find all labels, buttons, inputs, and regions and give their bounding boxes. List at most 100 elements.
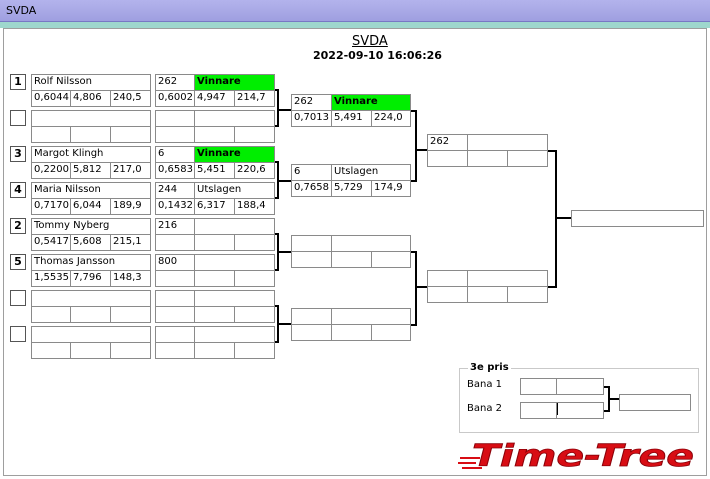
r1-reaction[interactable] bbox=[31, 306, 71, 323]
r1-speed[interactable] bbox=[110, 306, 151, 323]
r2-time[interactable] bbox=[194, 306, 235, 323]
seed-box[interactable]: 5 bbox=[10, 254, 26, 270]
r2-id[interactable]: 6 bbox=[155, 146, 195, 163]
r3-result[interactable] bbox=[331, 308, 411, 325]
r2-id[interactable] bbox=[155, 326, 195, 343]
r4-result[interactable] bbox=[467, 134, 548, 151]
r3-reaction[interactable]: 0,7013 bbox=[291, 110, 332, 127]
r2-result[interactable]: Vinnare bbox=[194, 146, 275, 163]
r1-time[interactable] bbox=[70, 126, 111, 143]
r2-result[interactable]: Utslagen bbox=[194, 182, 275, 199]
r2-reaction[interactable] bbox=[155, 270, 195, 287]
r1-name[interactable] bbox=[31, 290, 151, 307]
r3-time[interactable] bbox=[331, 251, 372, 268]
r2-result[interactable] bbox=[194, 218, 275, 235]
r1-reaction[interactable]: 1,5535 bbox=[31, 270, 71, 287]
r1-reaction[interactable]: 0,2200 bbox=[31, 162, 71, 179]
seed-box[interactable]: 3 bbox=[10, 146, 26, 162]
r3-id[interactable] bbox=[291, 235, 332, 252]
r2-id[interactable]: 262 bbox=[155, 74, 195, 91]
r2-speed[interactable] bbox=[234, 306, 275, 323]
r3-id[interactable] bbox=[291, 308, 332, 325]
r1-name[interactable] bbox=[31, 110, 151, 127]
r3-reaction[interactable] bbox=[291, 251, 332, 268]
r2-speed[interactable]: 214,7 bbox=[234, 90, 275, 107]
r1-time[interactable] bbox=[70, 342, 111, 359]
r3-speed[interactable]: 224,0 bbox=[371, 110, 411, 127]
r2-id[interactable] bbox=[155, 290, 195, 307]
lane2-value-field[interactable] bbox=[556, 402, 604, 419]
r3-result[interactable] bbox=[331, 235, 411, 252]
r2-speed[interactable] bbox=[234, 234, 275, 251]
seed-box[interactable]: 1 bbox=[10, 74, 26, 90]
r2-result[interactable]: Vinnare bbox=[194, 74, 275, 91]
r3-speed[interactable] bbox=[371, 251, 411, 268]
lane1-value-field[interactable] bbox=[556, 378, 604, 395]
r2-time[interactable]: 4,947 bbox=[194, 90, 235, 107]
third-prize-result-field[interactable] bbox=[619, 394, 691, 411]
r2-time[interactable] bbox=[194, 270, 235, 287]
r2-reaction[interactable] bbox=[155, 342, 195, 359]
r1-speed[interactable]: 217,0 bbox=[110, 162, 151, 179]
r3-speed[interactable]: 174,9 bbox=[371, 180, 411, 197]
lane2-id-field[interactable] bbox=[520, 402, 557, 419]
r3-time[interactable]: 5,491 bbox=[331, 110, 372, 127]
r1-reaction[interactable]: 0,7170 bbox=[31, 198, 71, 215]
r2-id[interactable] bbox=[155, 110, 195, 127]
r1-speed[interactable] bbox=[110, 342, 151, 359]
r2-result[interactable] bbox=[194, 254, 275, 271]
r1-speed[interactable]: 215,1 bbox=[110, 234, 151, 251]
r4-speed[interactable] bbox=[507, 150, 548, 167]
r1-speed[interactable]: 240,5 bbox=[110, 90, 151, 107]
r4-result[interactable] bbox=[467, 270, 548, 287]
r2-speed[interactable] bbox=[234, 342, 275, 359]
title-bar[interactable]: SVDA bbox=[0, 0, 710, 22]
r2-time[interactable] bbox=[194, 342, 235, 359]
r3-id[interactable]: 262 bbox=[291, 94, 332, 111]
r2-reaction[interactable]: 0,6002 bbox=[155, 90, 195, 107]
r2-time[interactable] bbox=[194, 126, 235, 143]
r2-time[interactable] bbox=[194, 234, 235, 251]
r2-result[interactable] bbox=[194, 326, 275, 343]
r2-reaction[interactable] bbox=[155, 234, 195, 251]
lane1-id-field[interactable] bbox=[520, 378, 557, 395]
seed-box[interactable] bbox=[10, 110, 26, 126]
r2-id[interactable]: 216 bbox=[155, 218, 195, 235]
r1-time[interactable]: 5,608 bbox=[70, 234, 111, 251]
r3-result[interactable]: Utslagen bbox=[331, 164, 411, 181]
r4-time[interactable] bbox=[467, 286, 508, 303]
r4-id[interactable] bbox=[427, 270, 468, 287]
r1-time[interactable]: 7,796 bbox=[70, 270, 111, 287]
r1-time[interactable]: 5,812 bbox=[70, 162, 111, 179]
r1-speed[interactable]: 148,3 bbox=[110, 270, 151, 287]
r3-reaction[interactable] bbox=[291, 324, 332, 341]
r2-result[interactable] bbox=[194, 290, 275, 307]
r3-id[interactable]: 6 bbox=[291, 164, 332, 181]
r1-reaction[interactable] bbox=[31, 342, 71, 359]
r1-time[interactable]: 4,806 bbox=[70, 90, 111, 107]
r2-id[interactable]: 800 bbox=[155, 254, 195, 271]
r1-time[interactable]: 6,044 bbox=[70, 198, 111, 215]
r3-time[interactable] bbox=[331, 324, 372, 341]
r4-time[interactable] bbox=[467, 150, 508, 167]
r3-result[interactable]: Vinnare bbox=[331, 94, 411, 111]
r2-speed[interactable] bbox=[234, 270, 275, 287]
r1-name[interactable]: Thomas Jansson bbox=[31, 254, 151, 271]
r4-reaction[interactable] bbox=[427, 150, 468, 167]
seed-box[interactable] bbox=[10, 290, 26, 306]
r2-time[interactable]: 6,317 bbox=[194, 198, 235, 215]
r2-speed[interactable]: 188,4 bbox=[234, 198, 275, 215]
r2-reaction[interactable] bbox=[155, 306, 195, 323]
r2-id[interactable]: 244 bbox=[155, 182, 195, 199]
r2-result[interactable] bbox=[194, 110, 275, 127]
r1-speed[interactable] bbox=[110, 126, 151, 143]
r1-speed[interactable]: 189,9 bbox=[110, 198, 151, 215]
r2-speed[interactable]: 220,6 bbox=[234, 162, 275, 179]
seed-box[interactable]: 4 bbox=[10, 182, 26, 198]
r4-reaction[interactable] bbox=[427, 286, 468, 303]
r2-reaction[interactable]: 0,6583 bbox=[155, 162, 195, 179]
r1-reaction[interactable]: 0,6044 bbox=[31, 90, 71, 107]
r1-name[interactable] bbox=[31, 326, 151, 343]
r4-speed[interactable] bbox=[507, 286, 548, 303]
r2-reaction[interactable]: 0,1432 bbox=[155, 198, 195, 215]
